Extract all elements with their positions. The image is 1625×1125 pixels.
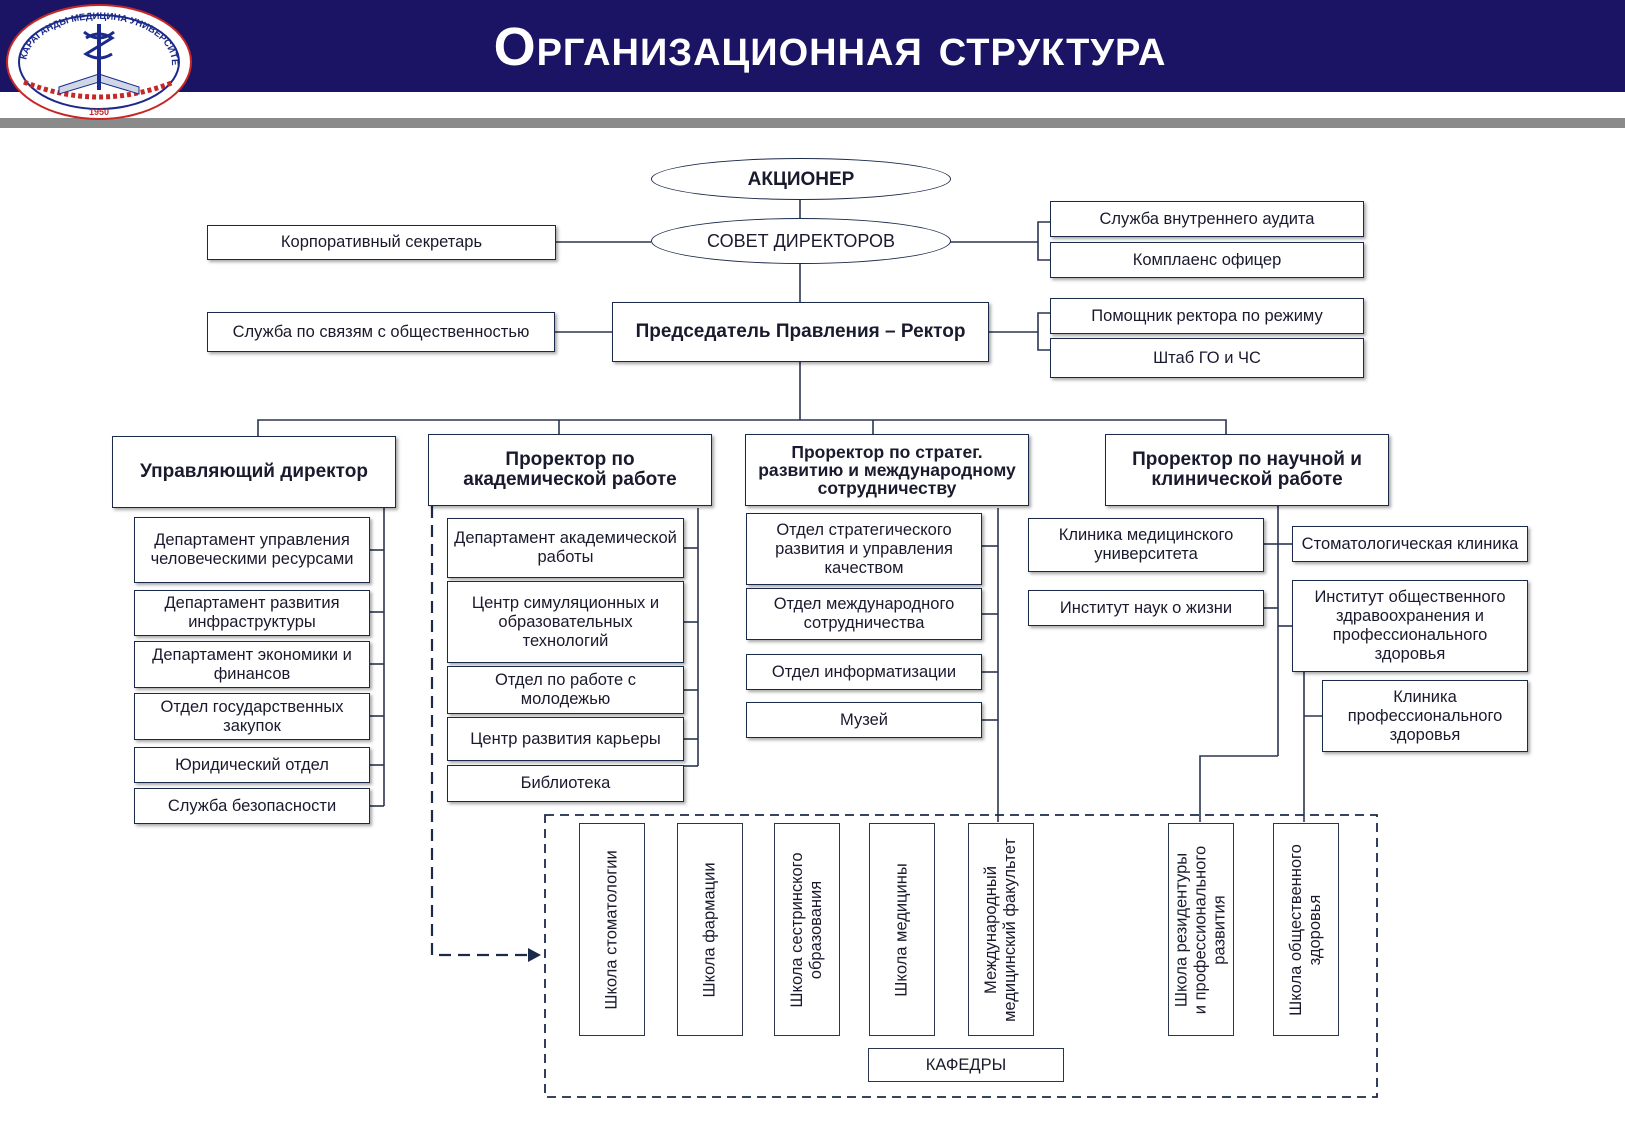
school-label: Школа резидентуры и профессионального ра…	[1172, 845, 1229, 1014]
shareholder-node: АКЦИОНЕР	[651, 158, 951, 200]
unit-strategic-quality-office: Отдел стратегического развития и управле…	[746, 513, 982, 585]
unit-infrastructure-department: Департамент развития инфраструктуры	[134, 590, 370, 636]
university-logo: КАРАГАНДЫ МЕДИЦИНА УНИВЕРСИТЕТІ 1950	[4, 2, 192, 120]
unit-security-service: Служба безопасности	[134, 788, 370, 824]
unit-life-sciences-institute: Институт наук о жизни	[1028, 590, 1264, 626]
unit-youth-office: Отдел по работе с молодежью	[447, 666, 684, 714]
school-label: Школа общественного здоровья	[1287, 843, 1324, 1016]
unit-legal-office: Юридический отдел	[134, 747, 370, 783]
rector-box: Председатель Правления – Ректор	[612, 302, 989, 362]
unit-public-health-institute: Институт общественного здравоохранения и…	[1292, 580, 1528, 672]
school-label: Школа стоматологии	[602, 849, 621, 1010]
branch-head-academic: Проректор по академической работе	[428, 434, 712, 506]
internal-audit-box: Служба внутреннего аудита	[1050, 201, 1364, 237]
page-title: Организационная структура	[493, 17, 1167, 77]
school-pharmacy: Школа фармации	[677, 823, 743, 1036]
board-of-directors-node: СОВЕТ ДИРЕКТОРОВ	[651, 218, 951, 264]
unit-informatization-office: Отдел информатизации	[746, 654, 982, 690]
unit-career-center: Центр развития карьеры	[447, 717, 684, 761]
corporate-secretary-box: Корпоративный секретарь	[207, 225, 556, 260]
civil-defense-box: Штаб ГО и ЧС	[1050, 338, 1364, 378]
school-public-health: Школа общественного здоровья	[1273, 823, 1339, 1036]
school-label: Школа фармации	[700, 861, 719, 998]
unit-international-office: Отдел международного сотрудничества	[746, 588, 982, 640]
unit-hr-department: Департамент управления человеческими рес…	[134, 517, 370, 583]
school-label: Школа медицины	[892, 862, 911, 997]
school-nursing: Школа сестринского образования	[774, 823, 840, 1036]
school-dentistry: Школа стоматологии	[579, 823, 645, 1036]
header-bar	[0, 0, 1625, 92]
unit-simulation-center: Центр симуляционных и образовательных те…	[447, 581, 684, 663]
school-medicine: Школа медицины	[869, 823, 935, 1036]
unit-university-clinic: Клиника медицинского университета	[1028, 518, 1264, 572]
unit-academic-department: Департамент академической работы	[447, 518, 684, 578]
pr-service-box: Служба по связям с общественностью	[207, 312, 555, 352]
branch-head-managing-director: Управляющий директор	[112, 436, 396, 508]
logo-year: 1950	[89, 107, 109, 117]
branch-head-science-clinical: Проректор по научной и клинической работ…	[1105, 434, 1389, 506]
international-medical-faculty: Международный медицинский факультет	[968, 823, 1034, 1036]
unit-finance-department: Департамент экономики и финансов	[134, 641, 370, 688]
unit-museum: Музей	[746, 702, 982, 738]
departments-label: КАФЕДРЫ	[868, 1048, 1064, 1082]
school-label: Международный медицинский факультет	[982, 837, 1019, 1022]
branch-head-strategic: Проректор по стратег. развитию и междуна…	[745, 434, 1029, 506]
unit-occupational-health-clinic: Клиника профессионального здоровья	[1322, 680, 1528, 752]
unit-procurement-office: Отдел государственных закупок	[134, 693, 370, 740]
unit-library: Библиотека	[447, 765, 684, 802]
regime-assistant-box: Помощник ректора по режиму	[1050, 298, 1364, 334]
school-label: Школа сестринского образования	[788, 851, 825, 1008]
header-stripe	[0, 118, 1625, 128]
compliance-officer-box: Комплаенс офицер	[1050, 242, 1364, 278]
unit-dental-clinic: Стоматологическая клиника	[1292, 526, 1528, 562]
school-residency: Школа резидентуры и профессионального ра…	[1168, 823, 1234, 1036]
